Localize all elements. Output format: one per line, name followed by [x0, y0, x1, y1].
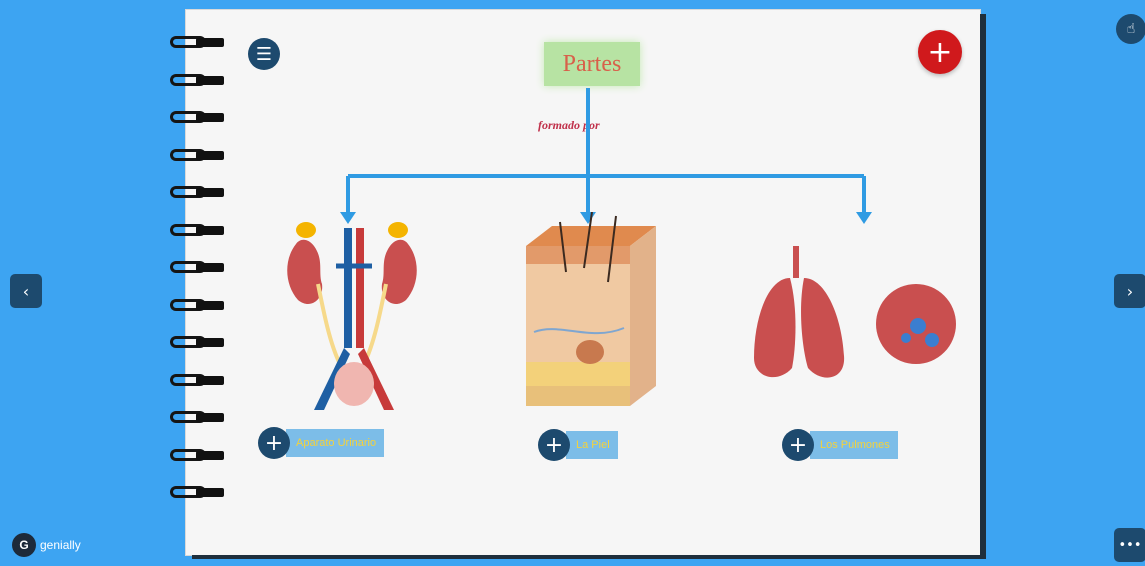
- brand-name: genially: [40, 538, 81, 552]
- brand-logo[interactable]: G genially: [12, 533, 81, 557]
- genially-logo-icon: G: [12, 533, 36, 557]
- urinary-system-illustration: [284, 214, 424, 414]
- item-button-urinary[interactable]: + Aparato Urinario: [258, 426, 384, 460]
- plus-icon[interactable]: +: [538, 429, 570, 461]
- item-label: Aparato Urinario: [286, 429, 384, 457]
- next-page-button[interactable]: ›: [1114, 274, 1145, 308]
- item-button-skin[interactable]: + La Piel: [538, 428, 618, 462]
- touch-icon[interactable]: ☝: [1116, 14, 1145, 44]
- item-button-lungs[interactable]: + Los Pulmones: [782, 428, 898, 462]
- prev-page-button[interactable]: ‹: [10, 274, 42, 308]
- item-label: La Piel: [566, 431, 618, 459]
- item-label: Los Pulmones: [810, 431, 898, 459]
- lungs-illustration: [748, 238, 958, 388]
- more-options-button[interactable]: •••: [1114, 528, 1145, 562]
- plus-icon[interactable]: +: [258, 427, 290, 459]
- plus-icon[interactable]: +: [782, 429, 814, 461]
- skin-illustration: [520, 212, 664, 412]
